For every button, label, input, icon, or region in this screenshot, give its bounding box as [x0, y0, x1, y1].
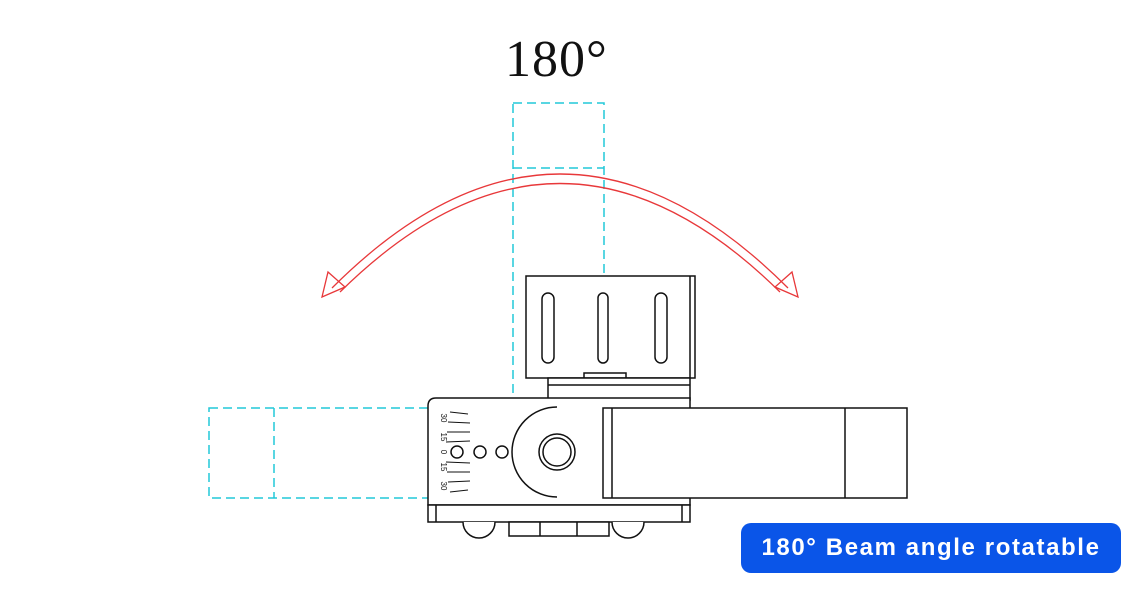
scale-mark-label: 15 — [439, 433, 448, 442]
diagram-title: 180° — [505, 31, 608, 88]
angle-scale — [445, 411, 471, 493]
scale-mark-label: 0 — [439, 450, 448, 455]
scale-mark-label: 15 — [439, 463, 448, 472]
bracket-neck — [547, 377, 691, 401]
beam-arm — [602, 407, 908, 499]
feature-badge: 180° Beam angle rotatable — [741, 523, 1121, 573]
fixture-drawing — [427, 275, 908, 539]
scale-mark-label: 30 — [439, 482, 448, 491]
base-plate — [427, 504, 691, 523]
rotation-arrow-icon — [321, 173, 799, 299]
scale-mark-label: 30 — [439, 414, 448, 423]
